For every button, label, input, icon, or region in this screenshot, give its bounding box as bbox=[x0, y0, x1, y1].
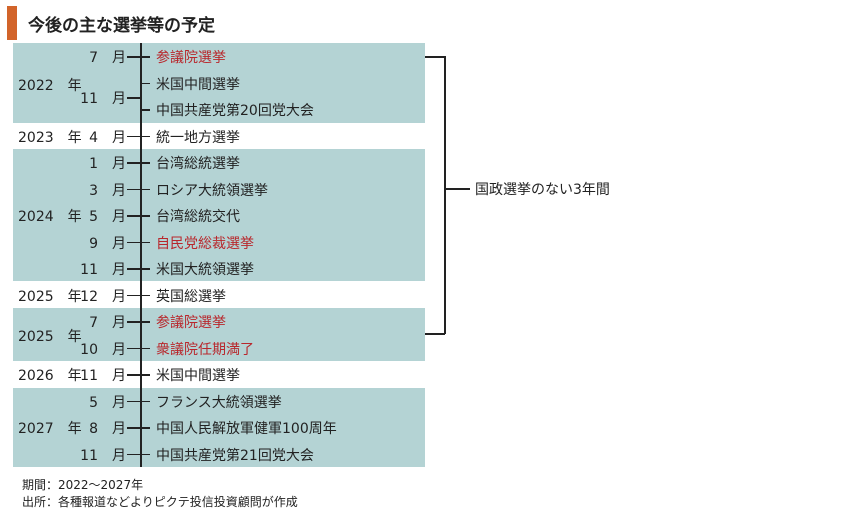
band-2024 bbox=[13, 149, 425, 281]
bracket-vertical bbox=[444, 56, 446, 334]
bracket-label: 国政選挙のない3年間 bbox=[475, 182, 610, 198]
year-label: 2022 年 bbox=[18, 77, 82, 94]
bracket-top bbox=[425, 56, 445, 58]
band-2027 bbox=[13, 388, 425, 467]
event-label: 統一地方選挙 bbox=[156, 129, 240, 146]
event-label: 米国中間選挙 bbox=[156, 76, 240, 93]
month-label: 12 月 bbox=[80, 288, 126, 305]
event-label: 中国共産党第21回党大会 bbox=[156, 447, 314, 464]
band-2025 bbox=[13, 308, 425, 361]
timeline-axis bbox=[140, 43, 142, 467]
event-tick bbox=[127, 453, 150, 456]
month-label: 11 月 bbox=[80, 368, 126, 385]
event-label: ロシア大統領選挙 bbox=[156, 182, 268, 199]
month-label: 11 月 bbox=[80, 91, 126, 108]
event-tick bbox=[127, 294, 150, 297]
month-label: 4 月 bbox=[89, 129, 126, 146]
event-label: 米国大統領選挙 bbox=[156, 262, 254, 279]
source-note: 出所：各種報道などよりピクテ投信投資顧問が作成 bbox=[22, 495, 298, 509]
bracket-pointer bbox=[444, 188, 470, 190]
month-label: 1 月 bbox=[89, 156, 126, 173]
event-tick bbox=[141, 82, 150, 85]
event-tick bbox=[127, 321, 150, 323]
month-label: 11 月 bbox=[80, 262, 126, 279]
year-label: 2023 年 bbox=[18, 129, 82, 146]
month-label: 7 月 bbox=[89, 315, 126, 332]
month-label: 10 月 bbox=[80, 341, 126, 358]
month-label: 5 月 bbox=[89, 394, 126, 411]
event-tick bbox=[127, 400, 150, 403]
event-tick bbox=[127, 215, 150, 217]
year-label: 2024 年 bbox=[18, 209, 82, 226]
band-2022 bbox=[13, 43, 425, 123]
event-tick bbox=[141, 109, 150, 111]
page-title: 今後の主な選挙等の予定 bbox=[28, 16, 215, 36]
event-label: 米国中間選挙 bbox=[156, 368, 240, 385]
event-tick bbox=[127, 162, 150, 164]
event-tick bbox=[127, 56, 150, 58]
event-label: 自民党総裁選挙 bbox=[156, 235, 254, 252]
month-label: 11 月 bbox=[80, 447, 126, 464]
event-label: 衆議院任期満了 bbox=[156, 341, 254, 358]
event-tick bbox=[127, 374, 150, 376]
period-note: 期間：2022～2027年 bbox=[22, 478, 144, 492]
month-label: 3 月 bbox=[89, 182, 126, 199]
month-tick bbox=[127, 97, 141, 99]
year-label: 2025 年 bbox=[18, 328, 82, 345]
year-label: 2027 年 bbox=[18, 421, 82, 438]
event-label: 中国共産党第20回党大会 bbox=[156, 103, 314, 120]
event-label: 台湾総統選挙 bbox=[156, 156, 240, 173]
month-label: 9 月 bbox=[89, 235, 126, 252]
event-label: 英国総選挙 bbox=[156, 288, 226, 305]
event-tick bbox=[127, 135, 150, 138]
event-tick bbox=[127, 268, 150, 270]
year-label: 2025 年 bbox=[18, 288, 82, 305]
event-tick bbox=[127, 427, 150, 429]
event-tick bbox=[127, 347, 150, 350]
month-label: 5 月 bbox=[89, 209, 126, 226]
event-label: フランス大統領選挙 bbox=[156, 394, 282, 411]
year-label: 2026 年 bbox=[18, 368, 82, 385]
event-tick bbox=[127, 188, 150, 191]
month-label: 8 月 bbox=[89, 421, 126, 438]
event-label: 台湾総統交代 bbox=[156, 209, 240, 226]
bracket-bottom bbox=[425, 333, 445, 335]
title-accent-bar bbox=[7, 6, 17, 40]
event-label: 参議院選挙 bbox=[156, 315, 226, 332]
event-label: 参議院選挙 bbox=[156, 50, 226, 67]
event-tick bbox=[127, 241, 150, 244]
month-label: 7 月 bbox=[89, 50, 126, 67]
event-label: 中国人民解放軍健軍100周年 bbox=[156, 421, 337, 438]
